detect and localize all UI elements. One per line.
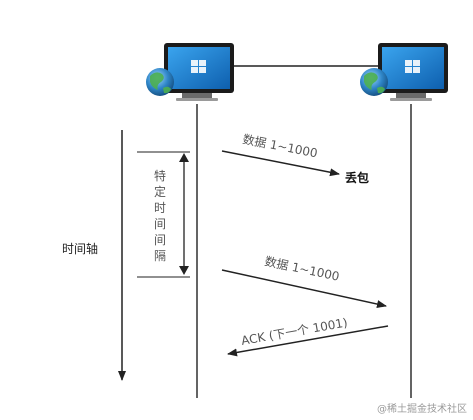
packet-label-1: 数据 1~1000 [241, 131, 319, 160]
packet-arrow-retransmit [221, 269, 387, 308]
packet-lost-label: 丢包 [345, 170, 369, 185]
timeline-label: 时间轴 [62, 241, 98, 256]
svg-text:隔: 隔 [154, 249, 166, 263]
interval-double-arrow [179, 153, 189, 275]
svg-text:间: 间 [154, 217, 166, 231]
svg-text:特: 特 [154, 168, 166, 183]
watermark: @稀土掘金技术社区 [377, 402, 467, 415]
right-host-icon [360, 43, 448, 101]
svg-text:时: 时 [154, 201, 166, 215]
svg-text:定: 定 [154, 184, 166, 199]
left-host-icon [146, 43, 234, 101]
interval-label: 特 定 时 间 间 隔 [154, 168, 166, 263]
ack-arrow [227, 325, 389, 357]
packet-arrow-lost [221, 150, 340, 177]
svg-text:间: 间 [154, 233, 166, 247]
packet-label-2: 数据 1~1000 [263, 253, 341, 283]
